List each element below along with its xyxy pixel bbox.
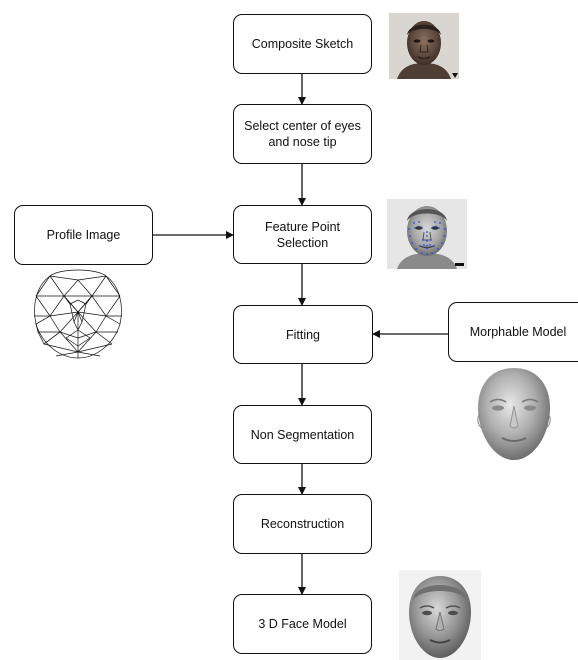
sketch-face-photo — [389, 13, 459, 79]
node-morphable-model: Morphable Model — [448, 302, 578, 362]
profile-mesh-wireframe — [30, 266, 126, 362]
node-fitting: Fitting — [233, 305, 373, 364]
node-3d-face-model: 3 D Face Model — [233, 594, 372, 654]
node-feature-point-label: Feature Point Selection — [264, 219, 341, 250]
node-reconstruction: Reconstruction — [233, 494, 372, 554]
node-profile-image-label: Profile Image — [46, 228, 121, 242]
morphable-3d-face — [466, 364, 562, 464]
output-3d-face — [399, 570, 481, 660]
node-feature-point-selection: Feature Point Selection — [233, 205, 372, 264]
node-fitting-label: Fitting — [285, 327, 321, 342]
node-composite-sketch: Composite Sketch — [233, 14, 372, 74]
node-morphable-model-label: Morphable Model — [469, 325, 567, 339]
node-non-segmentation-label: Non Segmentation — [250, 427, 355, 442]
node-non-segmentation: Non Segmentation — [233, 405, 372, 464]
node-3d-face-model-label: 3 D Face Model — [258, 617, 347, 631]
node-select-center-label: Select center of eyes and nose tip — [244, 119, 361, 149]
node-select-center: Select center of eyes and nose tip — [233, 104, 372, 164]
node-profile-image: Profile Image — [14, 205, 153, 265]
node-reconstruction-label: Reconstruction — [260, 517, 345, 531]
node-composite-sketch-label: Composite Sketch — [251, 37, 354, 51]
landmark-face-photo — [387, 199, 467, 269]
